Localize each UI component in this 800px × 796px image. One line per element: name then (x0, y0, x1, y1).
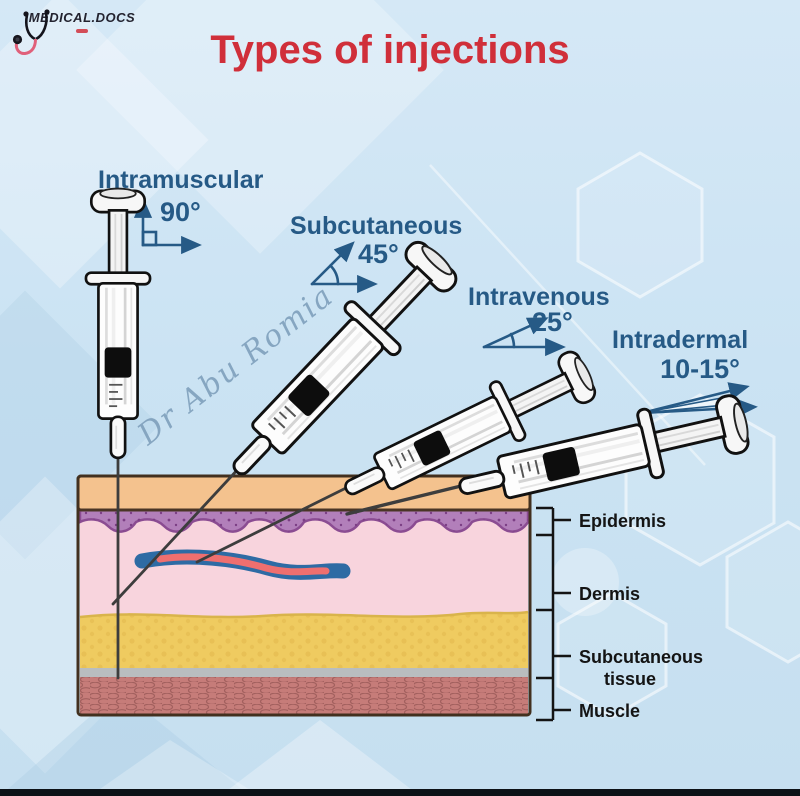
label-subcutaneous: Subcutaneous (290, 212, 462, 240)
label-subcutaneous-tissue: Subcutaneous tissue (579, 647, 708, 689)
needle-subcutaneous (111, 465, 242, 606)
needle-intradermal (345, 484, 463, 516)
angle-intradermal: 10-15° (660, 354, 740, 384)
angle-icon-45 (310, 241, 378, 294)
page-title: Types of injections (210, 28, 570, 72)
bottom-bar (0, 789, 800, 796)
skin-block-border (76, 474, 532, 717)
subcutaneous-fat-layer (79, 610, 529, 668)
label-intravenous: Intravenous (468, 283, 610, 311)
brand-name: MEDICAL.DOCS (28, 10, 136, 25)
brand-logo: MEDICAL.DOCS (12, 8, 152, 56)
angle-subcutaneous: 45° (358, 239, 399, 269)
angle-intramuscular: 90° (160, 197, 201, 227)
injection-annotations: Intramuscular 90° Subcutaneous 45° Intra… (98, 166, 758, 417)
skin-cross-section (76, 474, 532, 717)
blood-vessel (134, 549, 351, 580)
layer-bracket (536, 506, 571, 722)
brand-submark (76, 29, 88, 33)
label-intradermal: Intradermal (612, 326, 748, 354)
angle-icon-25 (482, 317, 566, 357)
stethoscope-icon (12, 9, 50, 56)
muscle-layer (80, 677, 528, 714)
fascia-line (80, 668, 528, 677)
needle-intravenous (195, 485, 350, 564)
label-dermis: Dermis (579, 584, 640, 604)
layer-annotations: Epidermis Dermis Subcutaneous tissue Mus… (536, 506, 708, 722)
needles (111, 452, 463, 680)
epidermis-layer (78, 506, 530, 533)
label-epidermis: Epidermis (579, 511, 666, 531)
label-muscle: Muscle (579, 701, 640, 721)
